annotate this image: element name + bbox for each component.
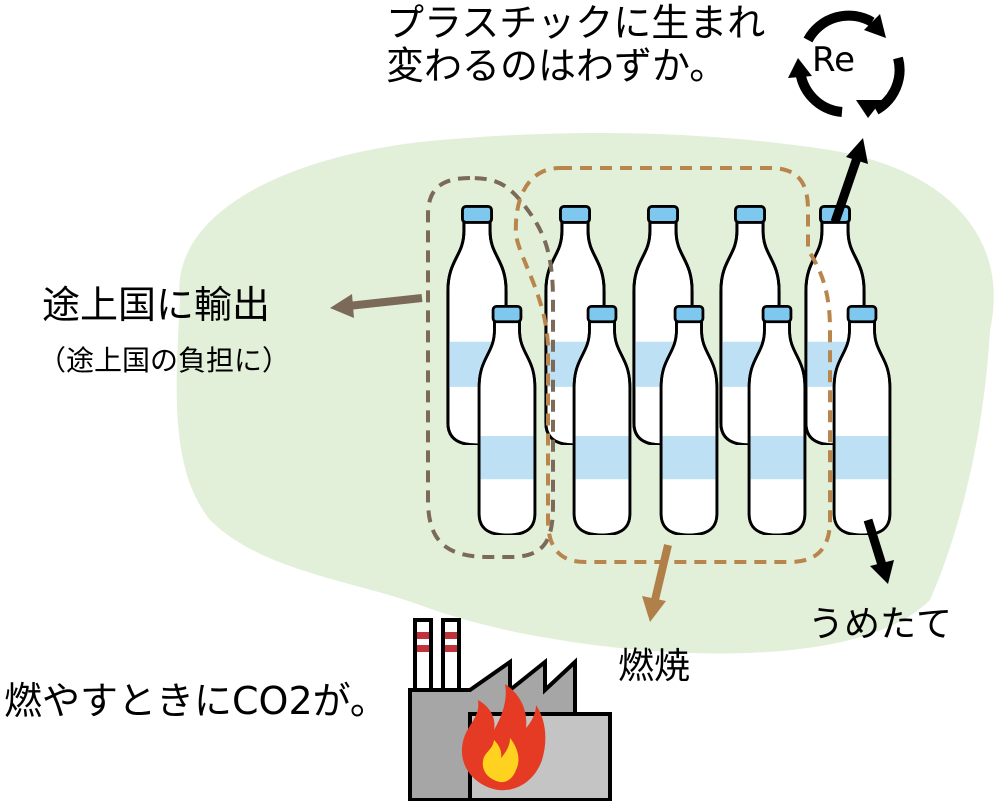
recycle-note: プラスチックに生まれ 変わるのはわずか。 <box>386 2 765 87</box>
factory-icon <box>408 618 612 801</box>
export-label: 途上国に輸出 <box>42 283 271 327</box>
landfill-label: うめたて <box>808 604 953 645</box>
recycle-note-line1: プラスチックに生まれ <box>386 1 766 45</box>
flame-icon <box>461 684 546 791</box>
landfill-arrow <box>863 518 894 584</box>
export-group-outline <box>426 175 555 559</box>
incineration-label: 燃焼 <box>618 646 691 687</box>
co2-label: 燃やすときにCO2が。 <box>4 679 388 723</box>
export-arrow <box>330 294 423 318</box>
incineration-group-outline <box>513 166 832 564</box>
recycle-note-line2: 変わるのはわずか。 <box>386 43 728 88</box>
recycle-arrow <box>830 138 868 224</box>
export-note: （途上国の負担に） <box>38 344 291 377</box>
recycle-mark-text: Re <box>812 40 856 80</box>
incineration-arrow <box>642 544 672 622</box>
recycle-icon <box>788 10 905 118</box>
